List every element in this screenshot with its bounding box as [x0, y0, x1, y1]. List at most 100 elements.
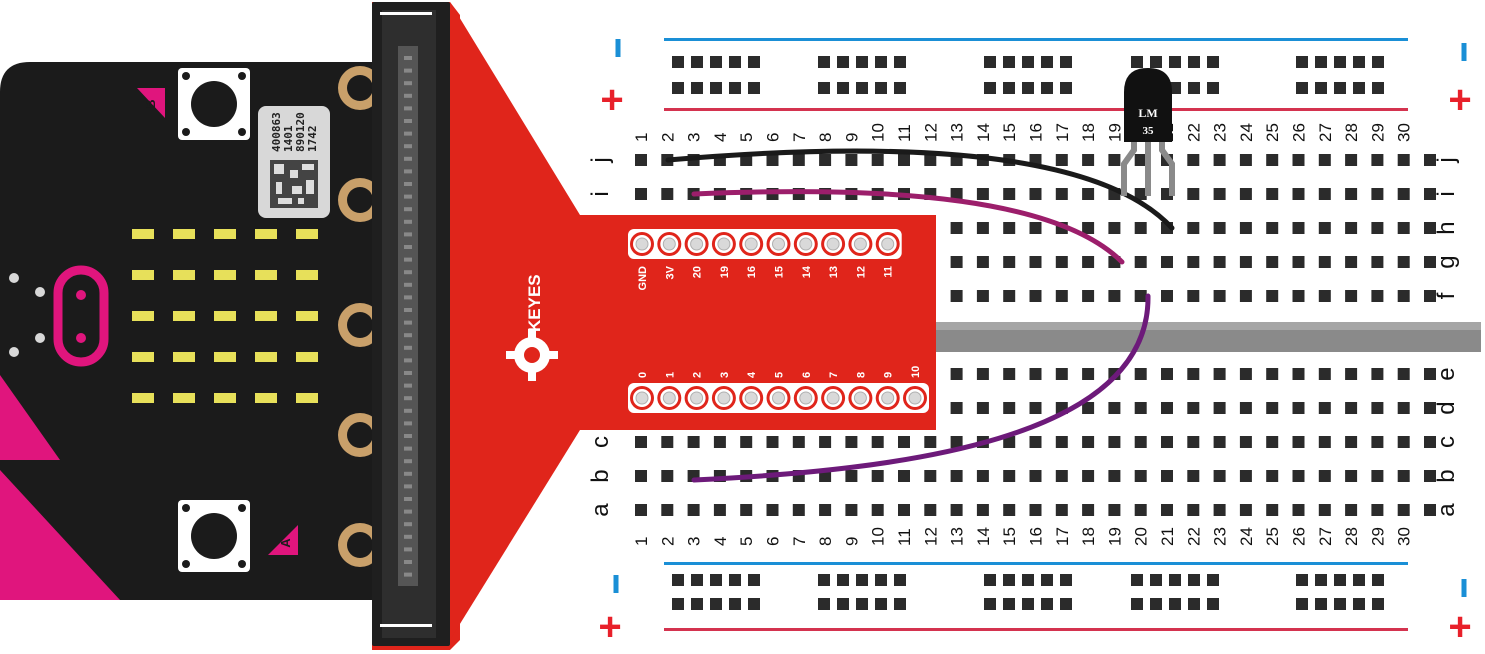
breadboard-hole[interactable] — [1397, 188, 1410, 200]
breadboard-hole[interactable] — [713, 436, 726, 448]
rail-hole[interactable] — [691, 56, 703, 68]
breadboard-hole[interactable] — [1318, 436, 1331, 448]
breadboard-hole[interactable] — [1318, 368, 1331, 380]
rail-hole[interactable] — [1060, 56, 1072, 68]
button-b[interactable] — [178, 68, 250, 140]
rail-hole[interactable] — [1296, 56, 1308, 68]
rail-hole[interactable] — [729, 574, 741, 586]
breadboard-hole[interactable] — [1082, 256, 1095, 268]
breadboard-hole[interactable] — [1187, 222, 1200, 234]
rail-hole[interactable] — [1022, 574, 1034, 586]
rail-hole[interactable] — [748, 82, 760, 94]
breadboard-hole[interactable] — [1055, 504, 1068, 516]
breadboard-hole[interactable] — [1371, 402, 1384, 414]
breadboard-hole[interactable] — [1397, 222, 1410, 234]
breadboard-hole[interactable] — [819, 504, 832, 516]
rail-hole[interactable] — [1353, 574, 1365, 586]
breadboard-hole[interactable] — [1345, 368, 1358, 380]
breadboard-hole[interactable] — [1239, 504, 1252, 516]
breadboard-hole[interactable] — [1239, 188, 1252, 200]
breadboard-hole[interactable] — [1134, 256, 1147, 268]
breadboard-hole[interactable] — [1397, 436, 1410, 448]
rail-hole[interactable] — [1372, 574, 1384, 586]
breadboard-hole[interactable] — [1213, 222, 1226, 234]
breadboard-hole[interactable] — [1082, 188, 1095, 200]
rail-hole[interactable] — [1169, 598, 1181, 610]
breadboard-hole[interactable] — [1055, 368, 1068, 380]
rail-hole[interactable] — [1207, 56, 1219, 68]
rail-hole[interactable] — [894, 574, 906, 586]
breadboard-hole[interactable] — [1292, 402, 1305, 414]
rail-hole[interactable] — [1207, 82, 1219, 94]
rail-hole[interactable] — [1334, 82, 1346, 94]
breadboard-hole[interactable] — [1266, 470, 1279, 482]
rail-hole[interactable] — [856, 56, 868, 68]
rail-hole[interactable] — [710, 56, 722, 68]
breadboard-hole[interactable] — [1082, 222, 1095, 234]
rail-hole[interactable] — [984, 574, 996, 586]
rail-hole[interactable] — [1150, 598, 1162, 610]
breadboard-hole[interactable] — [635, 436, 647, 448]
breadboard-hole[interactable] — [766, 436, 779, 448]
rail-hole[interactable] — [748, 56, 760, 68]
rail-hole[interactable] — [856, 574, 868, 586]
breadboard-hole[interactable] — [635, 504, 647, 516]
rail-hole[interactable] — [691, 598, 703, 610]
breadboard-hole[interactable] — [950, 222, 963, 234]
breadboard-hole[interactable] — [1424, 368, 1436, 380]
rail-hole[interactable] — [1003, 598, 1015, 610]
rail-hole[interactable] — [1207, 598, 1219, 610]
breadboard-hole[interactable] — [976, 470, 989, 482]
rail-hole[interactable] — [875, 56, 887, 68]
breadboard-hole[interactable] — [1213, 290, 1226, 302]
rail-hole[interactable] — [818, 82, 830, 94]
breadboard-hole[interactable] — [1266, 154, 1279, 166]
rail-hole[interactable] — [894, 56, 906, 68]
breadboard-hole[interactable] — [1108, 470, 1121, 482]
rail-hole[interactable] — [1041, 56, 1053, 68]
rail-hole[interactable] — [1003, 56, 1015, 68]
breadboard-hole[interactable] — [950, 188, 963, 200]
rail-hole[interactable] — [1060, 574, 1072, 586]
breadboard-hole[interactable] — [1187, 470, 1200, 482]
breadboard-hole[interactable] — [1266, 368, 1279, 380]
rail-hole[interactable] — [691, 82, 703, 94]
breadboard-hole[interactable] — [1029, 470, 1042, 482]
breadboard-hole[interactable] — [1239, 154, 1252, 166]
breadboard-hole[interactable] — [1003, 188, 1016, 200]
breadboard-hole[interactable] — [1187, 154, 1200, 166]
rail-hole[interactable] — [1169, 82, 1181, 94]
breadboard-hole[interactable] — [1397, 154, 1410, 166]
breadboard-hole[interactable] — [1424, 188, 1436, 200]
rail-hole[interactable] — [984, 56, 996, 68]
breadboard-hole[interactable] — [1213, 256, 1226, 268]
breadboard-hole[interactable] — [1266, 222, 1279, 234]
breadboard-hole[interactable] — [1292, 256, 1305, 268]
breadboard-hole[interactable] — [1371, 436, 1384, 448]
breadboard-hole[interactable] — [1108, 504, 1121, 516]
breadboard-hole[interactable] — [1239, 256, 1252, 268]
rail-hole[interactable] — [710, 574, 722, 586]
rail-hole[interactable] — [1041, 574, 1053, 586]
breadboard-hole[interactable] — [1318, 402, 1331, 414]
breadboard-hole[interactable] — [1187, 256, 1200, 268]
breadboard-hole[interactable] — [1187, 368, 1200, 380]
breadboard-hole[interactable] — [1055, 290, 1068, 302]
breadboard-hole[interactable] — [1161, 436, 1173, 448]
breadboard-hole[interactable] — [1134, 368, 1147, 380]
breadboard-hole[interactable] — [950, 470, 963, 482]
breadboard-hole[interactable] — [1371, 470, 1384, 482]
rail-hole[interactable] — [1041, 82, 1053, 94]
rail-hole[interactable] — [1353, 82, 1365, 94]
breadboard-hole[interactable] — [950, 402, 963, 414]
breadboard-hole[interactable] — [1371, 154, 1384, 166]
breadboard-hole[interactable] — [1424, 290, 1436, 302]
breadboard-hole[interactable] — [819, 436, 832, 448]
breadboard-hole[interactable] — [661, 188, 674, 200]
breadboard-hole[interactable] — [976, 222, 989, 234]
breadboard-hole[interactable] — [1161, 504, 1173, 516]
rail-hole[interactable] — [875, 598, 887, 610]
breadboard-hole[interactable] — [1108, 154, 1121, 166]
rail-hole[interactable] — [691, 574, 703, 586]
rail-hole[interactable] — [837, 598, 849, 610]
